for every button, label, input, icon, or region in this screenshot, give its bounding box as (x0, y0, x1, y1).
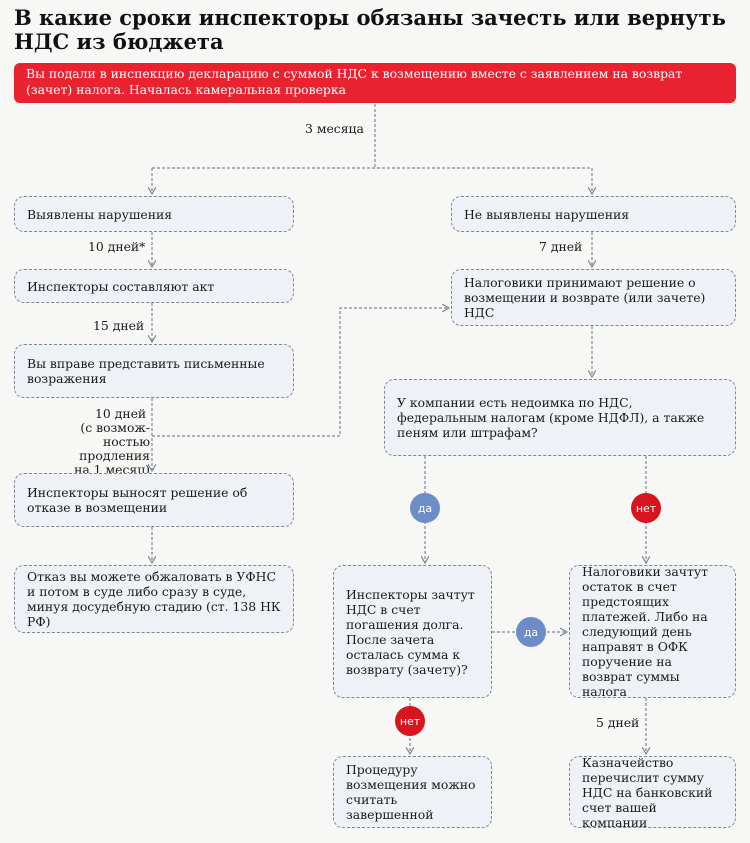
box-offset-debt: Инспекторы зачтут НДС в счет погашения д… (333, 565, 492, 698)
badge-yes-question: да (410, 493, 440, 523)
box-offset-debt-text: Инспекторы зачтут НДС в счет погашения д… (346, 586, 475, 677)
box-refusal: Инспекторы выносят решение об отказе в в… (14, 473, 294, 527)
label-ten-days: 10 дней (95, 406, 147, 421)
start-box: Вы подали в инспекцию декларацию с суммо… (14, 63, 736, 103)
box-arrears-question: У компании есть недоимка по НДС, федерал… (384, 379, 736, 456)
box-appeal: Отказ вы можете обжаловать в УФНС и пото… (14, 565, 294, 633)
label-extension: (с возмож- ностью продления на 1 месяц) (74, 420, 150, 477)
box-act-text: Инспекторы составляют акт (27, 278, 215, 294)
box-arrears-question-text: У компании есть недоимка по НДС, федерал… (397, 395, 705, 440)
label-five-days: 5 дней (596, 715, 640, 730)
box-objections: Вы вправе представить письменные возраже… (14, 344, 294, 398)
box-completed: Процедуру возмещения можно считать завер… (333, 756, 492, 828)
box-offset-future-text: Налоговики зачтут остаток в счет предсто… (582, 564, 708, 699)
box-treasury: Казначейство перечислит сумму НДС на бан… (569, 754, 736, 830)
label-seven-days: 7 дней (539, 239, 583, 254)
badge-no-question: нет (631, 493, 661, 523)
line-bridge (152, 308, 448, 437)
page-title: В какие сроки инспекторы обязаны зачесть… (14, 5, 726, 54)
box-objections-text: Вы вправе представить письменные возраже… (27, 356, 265, 386)
badge-no-remainder: нет (395, 706, 425, 736)
box-treasury-text: Казначейство перечислит сумму НДС на бан… (582, 754, 713, 830)
box-decision-text: Налоговики принимают решение о возмещени… (464, 275, 706, 320)
label-fifteen-days: 15 дней (93, 318, 145, 333)
box-no-violations-text: Не выявлены нарушения (464, 206, 630, 222)
box-offset-future: Налоговики зачтут остаток в счет предсто… (569, 564, 736, 699)
box-completed-text: Процедуру возмещения можно считать завер… (346, 762, 476, 822)
box-violations-text: Выявлены нарушения (27, 206, 173, 222)
box-decision: Налоговики принимают решение о возмещени… (451, 269, 736, 326)
box-refusal-text: Инспекторы выносят решение об отказе в в… (27, 485, 248, 515)
box-no-violations: Не выявлены нарушения (451, 196, 736, 232)
label-three-months: 3 месяца (305, 121, 364, 136)
box-violations: Выявлены нарушения (14, 196, 294, 232)
badge-yes-remainder: да (516, 617, 546, 647)
label-ten-days-star: 10 дней* (88, 239, 146, 254)
box-appeal-text: Отказ вы можете обжаловать в УФНС и пото… (27, 569, 281, 629)
box-act: Инспекторы составляют акт (14, 269, 294, 303)
